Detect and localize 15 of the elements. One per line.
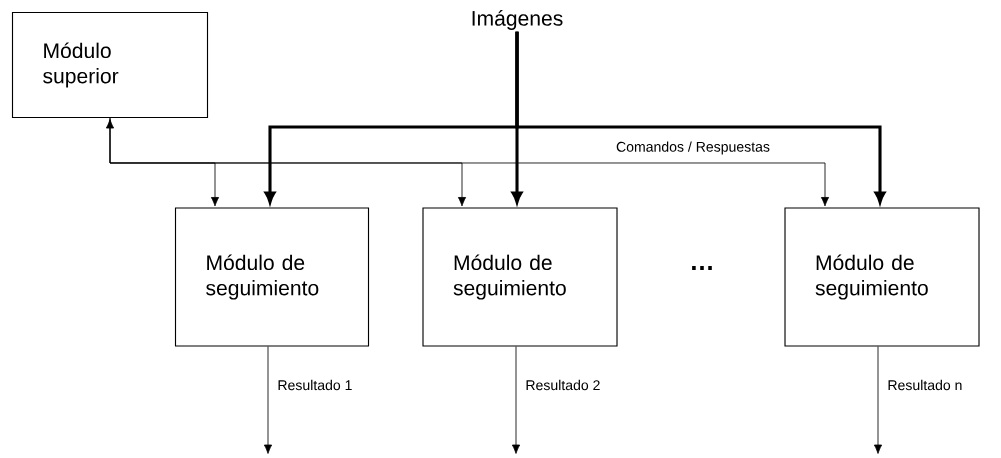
arrow [109,117,830,207]
edge-label: Comandos / Respuestas [613,139,773,157]
arrow [105,119,220,207]
arrow [511,346,521,454]
edge-label: Resultado n [885,377,965,393]
ellipsis: … [692,266,712,270]
edge-label: Resultado 2 [523,377,603,393]
module-box: Módulo de seguimiento [784,207,980,347]
arrow [263,346,273,454]
heading-text: Imágenes [472,10,563,30]
module-box: Módulo superior [11,11,209,119]
module-box: Módulo de seguimiento [422,207,618,347]
arrow [873,346,883,454]
edge-label: Resultado 1 [275,377,355,393]
module-box: Módulo de seguimiento [174,207,370,347]
